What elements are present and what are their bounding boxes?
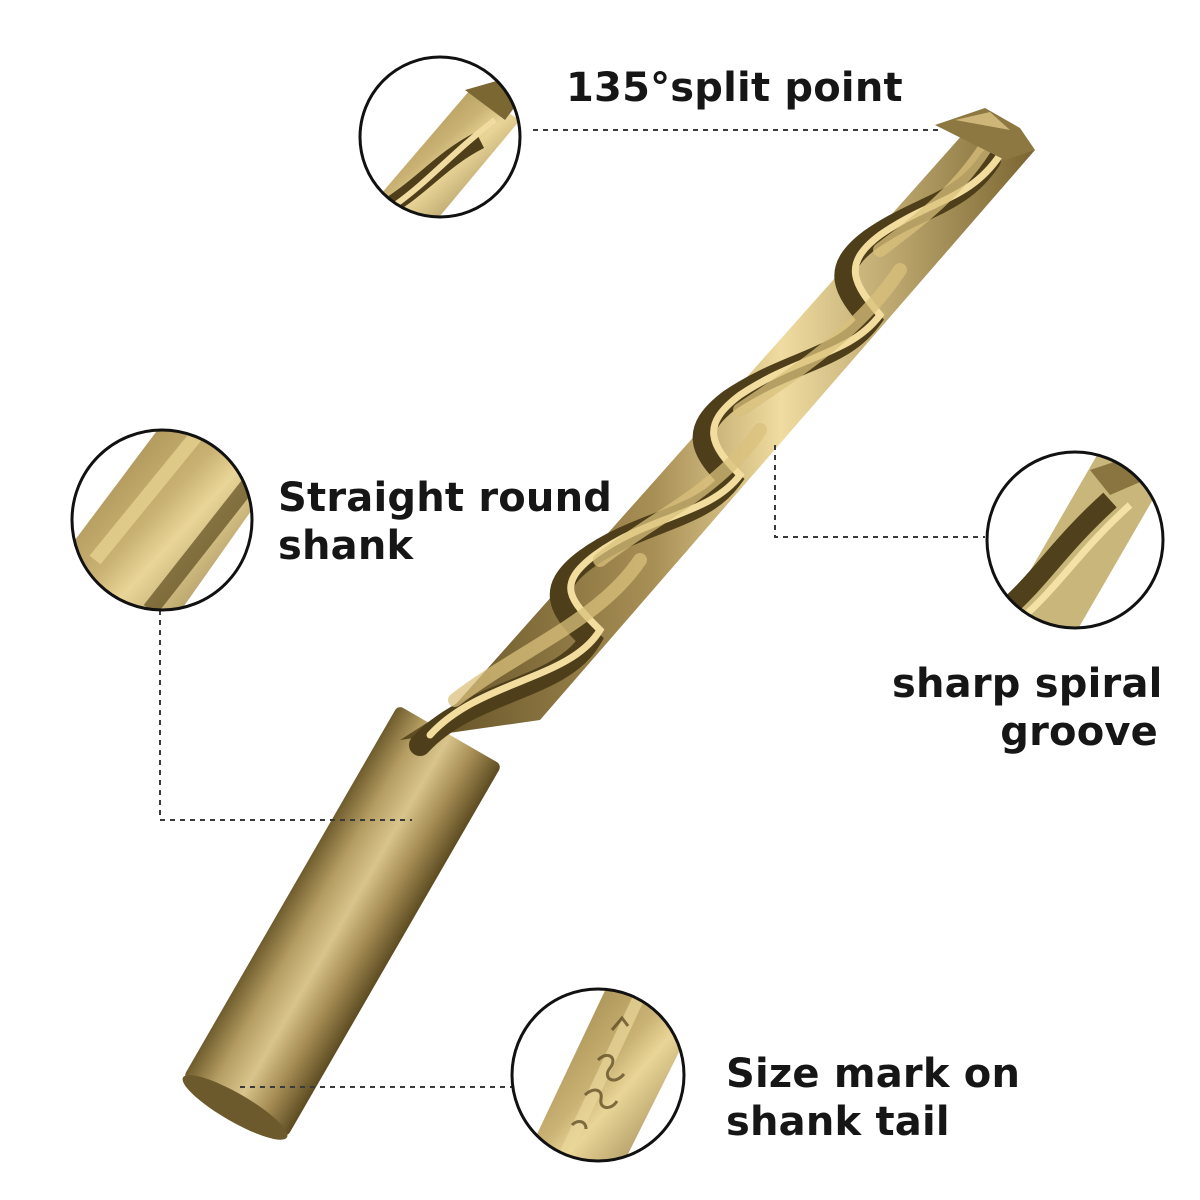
leader-lines	[159, 129, 985, 1088]
engraved-size-marks	[570, 1015, 630, 1130]
callout-groove-line-1: sharp spiral	[892, 661, 1163, 707]
callout-split-point-line-1: 135°split point	[566, 65, 903, 111]
callout-groove-label: sharp spiral groove	[892, 660, 1163, 756]
shank-end	[182, 1075, 288, 1140]
callout-split-point-label: 135°split point	[566, 64, 903, 112]
callout-size-mark-label: Size mark on shank tail	[726, 1050, 1020, 1146]
callout-shank-label: Straight round shank	[278, 474, 612, 570]
drill-shank	[185, 707, 500, 1136]
drill-tip-closeup-icon	[358, 55, 522, 219]
leader-line-shank	[159, 600, 412, 821]
drill-flutes	[400, 108, 1035, 756]
shank-closeup-icon	[70, 428, 254, 612]
callout-size-mark-line-1: Size mark on	[726, 1051, 1021, 1097]
size-mark-closeup-icon	[510, 987, 686, 1163]
spiral-groove-closeup-icon	[985, 450, 1165, 630]
callout-groove-line-2: groove	[1000, 709, 1158, 755]
leader-line-groove	[774, 445, 985, 538]
callout-shank-line-2: shank	[278, 523, 414, 569]
drill-bit	[182, 108, 1035, 1140]
callout-size-mark-line-2: shank tail	[726, 1099, 950, 1145]
callout-shank-line-1: Straight round	[278, 475, 613, 521]
